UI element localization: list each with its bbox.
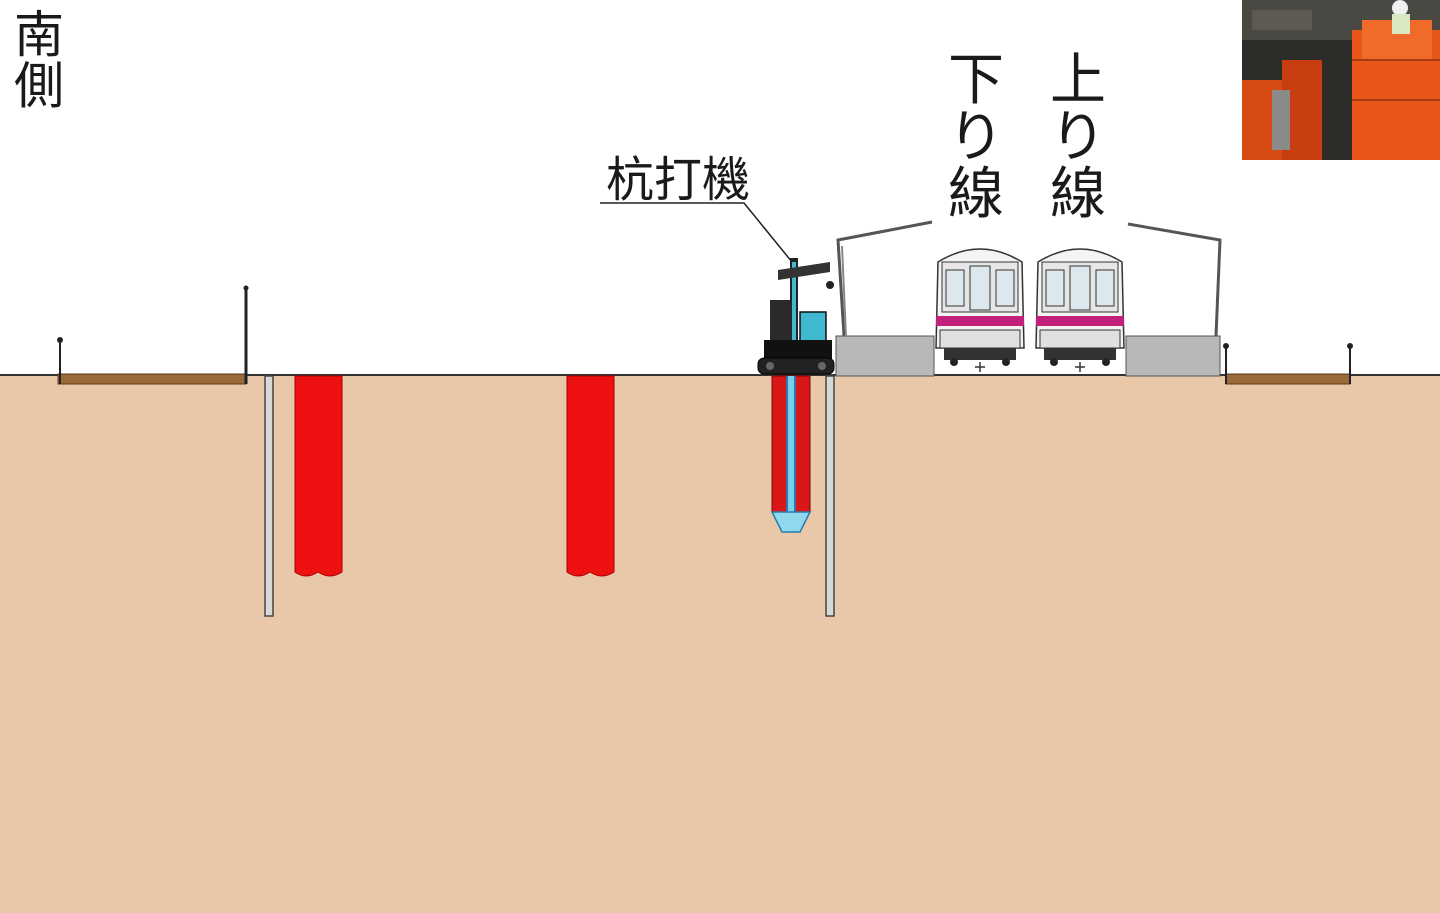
left-walkway (57, 285, 249, 385)
left-sheet-pile (264, 375, 274, 617)
down-line-char-1: 下 (948, 48, 1004, 113)
south-side-char-1: 南 (14, 6, 64, 64)
soil-area (0, 375, 1440, 913)
down-line-char-3: 線 (948, 162, 1004, 228)
right-sheet-pile (825, 375, 835, 617)
canopy-left-inner (841, 245, 847, 337)
up-line-char-1: 上 (1050, 48, 1106, 113)
canopy-right (1127, 222, 1222, 337)
pile-2 (566, 375, 615, 577)
up-line-char-3: 線 (1050, 162, 1106, 228)
machinery-photo-icon (1242, 0, 1440, 160)
pile-driver-label: 杭打機 (606, 152, 751, 208)
inset-photo (1242, 0, 1440, 160)
platform-left (835, 335, 935, 377)
pile-1 (294, 375, 343, 577)
down-line-char-2: り (948, 105, 1004, 171)
canopy-left (836, 220, 933, 337)
pile-in-progress (770, 375, 812, 533)
train-up-line (1035, 248, 1125, 372)
train-down-line (935, 248, 1025, 372)
down-line-label: 下 り 線 (948, 52, 1004, 223)
south-side-label: 南 側 (14, 10, 64, 112)
pile-driver-leader (600, 202, 793, 263)
right-walkway (1223, 343, 1353, 385)
south-side-char-2: 側 (14, 57, 64, 115)
pile-driver-icon (757, 258, 835, 375)
platform-right (1125, 335, 1221, 377)
up-line-label: 上 り 線 (1050, 52, 1106, 223)
up-line-char-2: り (1050, 105, 1106, 171)
